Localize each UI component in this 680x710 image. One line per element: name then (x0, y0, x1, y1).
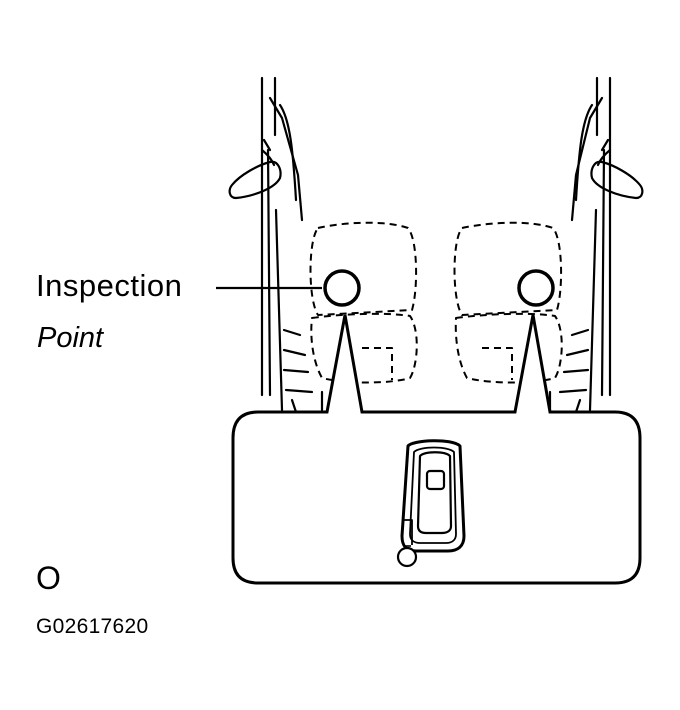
inspection-point-left (323, 269, 361, 307)
right-seat-outline (453, 221, 563, 384)
right-door-frame (548, 76, 612, 414)
callout-label-line2: Point (37, 322, 104, 354)
figure-code: G02617620 (36, 615, 149, 638)
smart-key-icon (396, 439, 466, 568)
left-door-frame (260, 76, 324, 414)
inspection-point-right (517, 269, 555, 307)
right-mirror (590, 138, 644, 200)
key-callout-box (231, 314, 642, 585)
corner-mark: O (36, 560, 61, 596)
left-mirror (228, 138, 282, 200)
callout-label-line1: Inspection (36, 268, 183, 303)
left-seat-outline (309, 221, 418, 384)
